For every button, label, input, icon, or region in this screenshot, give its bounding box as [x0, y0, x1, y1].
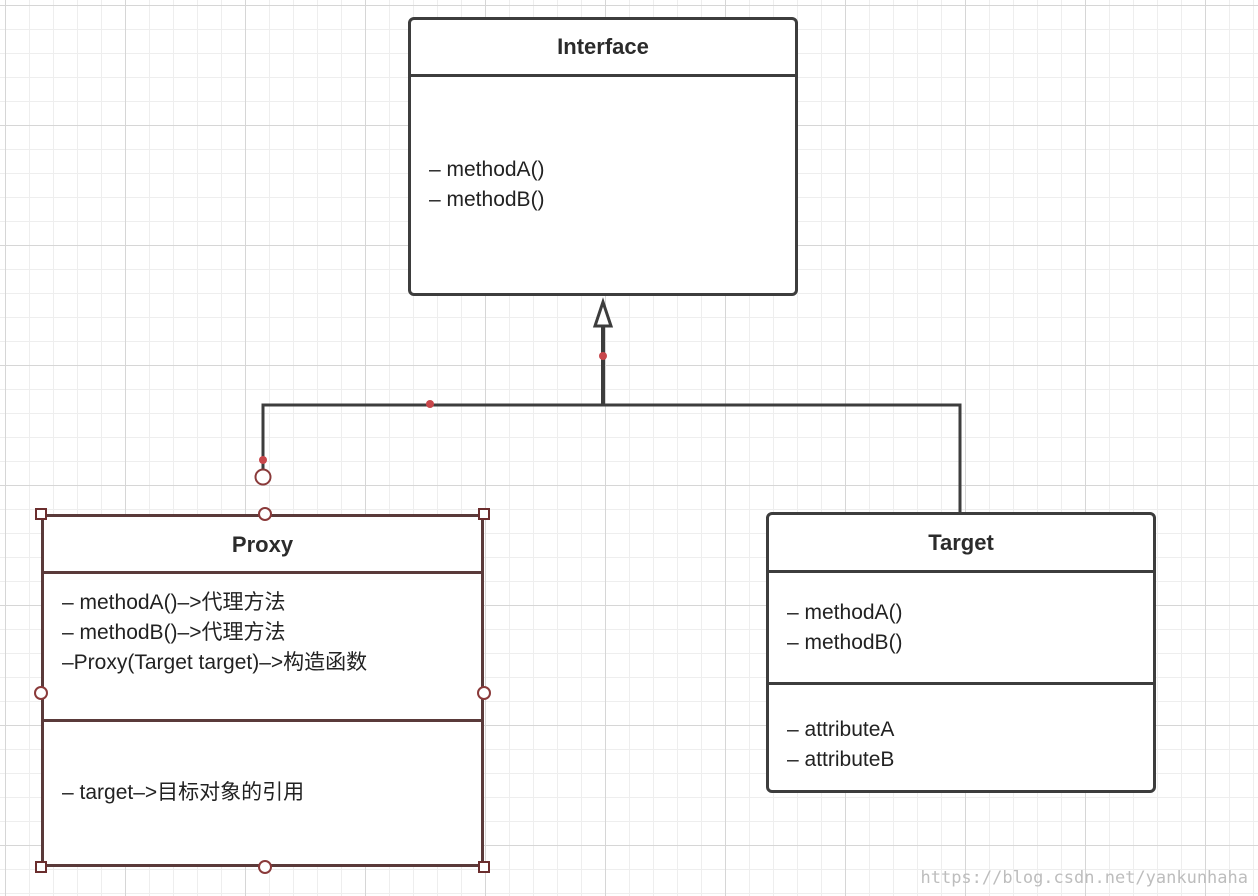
watermark: https://blog.csdn.net/yankunhaha [920, 868, 1248, 888]
inheritance-arrowhead-icon [592, 297, 614, 328]
connection-point-left[interactable] [34, 686, 48, 700]
connection-point-top[interactable] [258, 507, 272, 521]
target-class-box[interactable]: Target – methodA() – methodB() – attribu… [766, 512, 1156, 793]
resize-handle-bottom-left[interactable] [35, 861, 47, 873]
proxy-method: – methodB()–>代理方法 [62, 621, 286, 644]
proxy-methods-compartment: – methodA()–>代理方法 – methodB()–>代理方法 –Pro… [44, 574, 481, 722]
interface-class-name: Interface [411, 20, 795, 77]
connection-point-bottom[interactable] [258, 860, 272, 874]
target-method: – methodA() [787, 600, 903, 624]
interface-method: – methodB() [429, 188, 545, 211]
interface-class-box[interactable]: Interface – methodA() – methodB() [408, 17, 798, 296]
target-attribute: – attributeB [787, 747, 895, 771]
resize-handle-top-right[interactable] [478, 508, 490, 520]
generalization-line-target[interactable] [603, 403, 962, 512]
interface-method: – methodA() [429, 158, 545, 181]
connection-point-right[interactable] [477, 686, 491, 700]
resize-handle-top-left[interactable] [35, 508, 47, 520]
proxy-method: –Proxy(Target target)–>构造函数 [62, 651, 368, 674]
interface-methods-compartment: – methodA() – methodB() [411, 77, 795, 293]
target-method: – methodB() [787, 630, 903, 654]
waypoint-dot[interactable] [426, 400, 434, 408]
proxy-attribute: – target–>目标对象的引用 [62, 781, 305, 804]
target-methods-compartment: – methodA() – methodB() [769, 573, 1153, 685]
target-class-name: Target [769, 515, 1153, 573]
target-attributes-compartment: – attributeA – attributeB [769, 685, 1153, 790]
waypoint-dot[interactable] [599, 352, 607, 360]
generalization-line-proxy[interactable] [261, 403, 603, 478]
target-attribute: – attributeA [787, 717, 895, 741]
proxy-class-box[interactable]: Proxy – methodA()–>代理方法 – methodB()–>代理方… [34, 507, 491, 874]
proxy-attributes-compartment: – target–>目标对象的引用 [44, 722, 481, 864]
connector-endpoint-handle[interactable] [254, 468, 272, 486]
resize-handle-bottom-right[interactable] [478, 861, 490, 873]
proxy-method: – methodA()–>代理方法 [62, 591, 286, 614]
proxy-class-name: Proxy [44, 517, 481, 574]
waypoint-dot[interactable] [259, 456, 267, 464]
